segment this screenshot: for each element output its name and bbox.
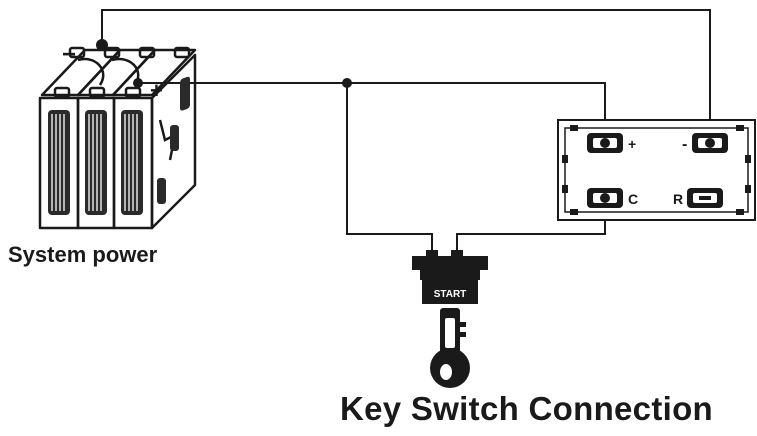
key-icon <box>430 308 470 388</box>
battery-fronts <box>38 96 154 230</box>
negative-wire <box>101 9 711 140</box>
terminal-c <box>587 188 623 208</box>
battery-minus-label: − <box>62 41 76 68</box>
terminal-plus-label: + <box>628 136 636 152</box>
switch-supply-wire <box>346 83 433 252</box>
battery-tops <box>40 46 197 99</box>
battery-plus-label: + <box>150 78 163 103</box>
battery-side <box>150 53 197 230</box>
terminal-minus <box>692 133 728 153</box>
terminal-c-label: C <box>628 191 638 207</box>
positive-wire <box>138 82 606 140</box>
terminal-minus-label: - <box>682 136 687 153</box>
battery-pack: − + <box>38 41 197 230</box>
positive-junction <box>342 78 352 88</box>
diagram-title: Key Switch Connection <box>340 390 714 427</box>
terminal-r-label: R <box>673 191 683 207</box>
positive-terminal-dot <box>133 78 143 88</box>
controller-module: + - C R <box>557 119 756 221</box>
terminal-plus <box>587 133 623 153</box>
system-power-caption: System power <box>8 242 158 267</box>
key-switch: START <box>412 250 488 388</box>
terminal-r <box>687 188 723 208</box>
start-label: START <box>434 289 467 300</box>
